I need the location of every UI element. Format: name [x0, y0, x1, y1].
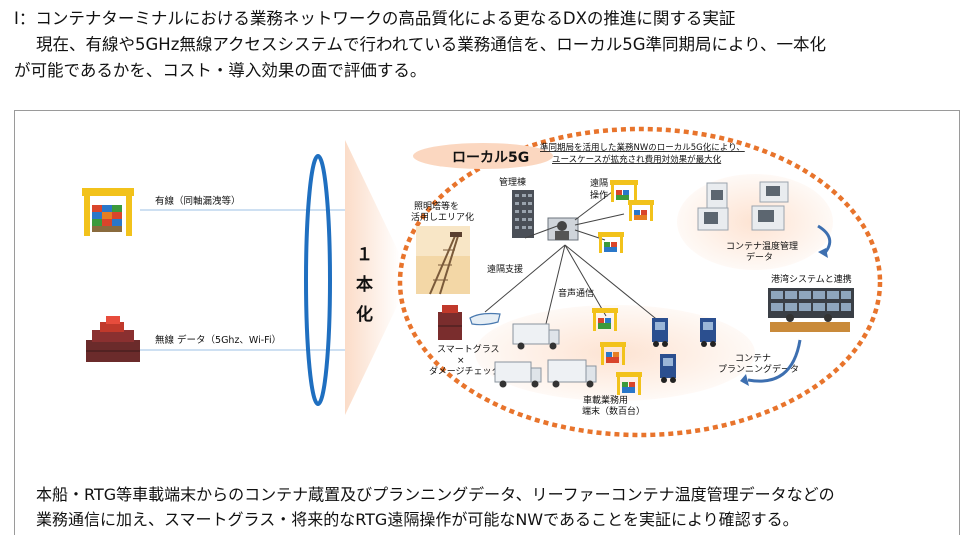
local5g-label: ローカル5G — [452, 150, 529, 166]
planning-arrow — [747, 339, 802, 383]
planning-label-1: コンテナ — [735, 353, 771, 364]
wired-label: 有線（同軸漏洩等） — [155, 195, 241, 207]
rtg-crane-icon — [598, 232, 624, 253]
container-temp-label-1: コンテナ温度管理 — [726, 240, 798, 252]
remote-support-label: 遠隔支援 — [487, 263, 523, 275]
port-system-label: 港湾システムと連携 — [771, 273, 852, 285]
rtg-crane-icon — [592, 308, 618, 331]
container-stack-icon — [438, 305, 462, 340]
admin-building-icon — [512, 190, 534, 238]
smartglass-label-3: ダメージチェック — [429, 365, 501, 377]
lighting-label-1: 照明塔等を — [414, 200, 459, 212]
truck-icon — [547, 359, 597, 388]
control-room-icon — [768, 288, 854, 332]
smart-glass-icon — [469, 312, 501, 326]
vehicle-label-2: 端末（数百台） — [582, 405, 645, 417]
straddle-carrier-icon — [652, 318, 668, 347]
lighting-tower-photo — [416, 226, 470, 295]
local5g-note-1: 準同期局を活用した業務NWのローカル5G化により、 — [540, 142, 745, 153]
network-links — [484, 191, 661, 329]
rtg-crane-icon — [600, 342, 626, 365]
unify-funnel — [345, 140, 400, 415]
truck-icon — [494, 361, 542, 388]
planning-arrowhead — [740, 374, 749, 386]
local5g-note-2: ユースケースが拡充され費用対効果が最大化 — [552, 154, 722, 165]
diagram-frame — [14, 110, 960, 535]
rtg-crane-icon — [610, 180, 638, 202]
footer-line-2: 業務通信に加え、スマートグラス・将来的なRTG遠隔操作が可能なNWであることを実… — [36, 510, 799, 529]
unify-char-1: １ — [356, 245, 373, 265]
unify-char-2: 本 — [356, 274, 373, 295]
smartglass-label-2: × — [457, 356, 465, 366]
temp-arrowhead — [818, 248, 828, 258]
rtg-crane-icon — [628, 200, 654, 221]
rtg-crane-icon — [616, 372, 642, 395]
remote-op-label-2: 操作 — [590, 189, 608, 201]
local5g-pill — [413, 143, 553, 169]
reefer-container-icon — [706, 182, 728, 210]
wireless-label: 無線 データ（5Ghz、Wi-Fi） — [155, 334, 281, 346]
header-line-2: 現在、有線や5GHz無線アクセスシステムで行われている業務通信を、ローカル5G準… — [36, 35, 827, 54]
header-line-3: が可能であるかを、コスト・導入効果の面で評価する。 — [14, 61, 427, 80]
remote-op-label-1: 遠隔 — [590, 177, 608, 189]
reefer-container-icon — [697, 207, 729, 231]
vehicle-label-1: 車載業務用 — [583, 394, 628, 406]
reefer-container-icon — [759, 181, 789, 203]
unify-char-3: 化 — [356, 304, 373, 325]
straddle-carrier-icon — [700, 318, 716, 347]
planning-label-2: プランニングデータ — [718, 363, 799, 375]
wireless-containers-icon — [86, 316, 140, 362]
container-temp-label-2: データ — [746, 251, 773, 263]
smartglass-label-1: スマートグラス — [437, 343, 500, 355]
voice-comm-label: 音声通信 — [558, 287, 594, 299]
reefer-container-icon — [751, 205, 785, 231]
admin-building-label: 管理棟 — [499, 176, 526, 188]
header-line-1: Ⅰ：コンテナターミナルにおける業務ネットワークの高品質化による更なるDXの推進に… — [14, 9, 736, 28]
straddle-carrier-icon — [660, 354, 676, 383]
header-text: Ⅰ：コンテナターミナルにおける業務ネットワークの高品質化による更なるDXの推進に… — [14, 6, 969, 84]
wired-crane-icon — [82, 188, 134, 236]
footer-text: 本船・RTG等車載端末からのコンテナ蔵置及びプランニングデータ、リーファーコンテ… — [36, 482, 835, 532]
local5g-coverage-ellipse — [397, 126, 883, 438]
footer-line-1: 本船・RTG等車載端末からのコンテナ蔵置及びプランニングデータ、リーファーコンテ… — [36, 485, 835, 504]
remote-operator-icon — [547, 217, 579, 241]
lighting-label-2: 活用しエリア化 — [411, 211, 474, 223]
truck-icon — [512, 323, 560, 350]
unify-ellipse — [304, 154, 332, 406]
